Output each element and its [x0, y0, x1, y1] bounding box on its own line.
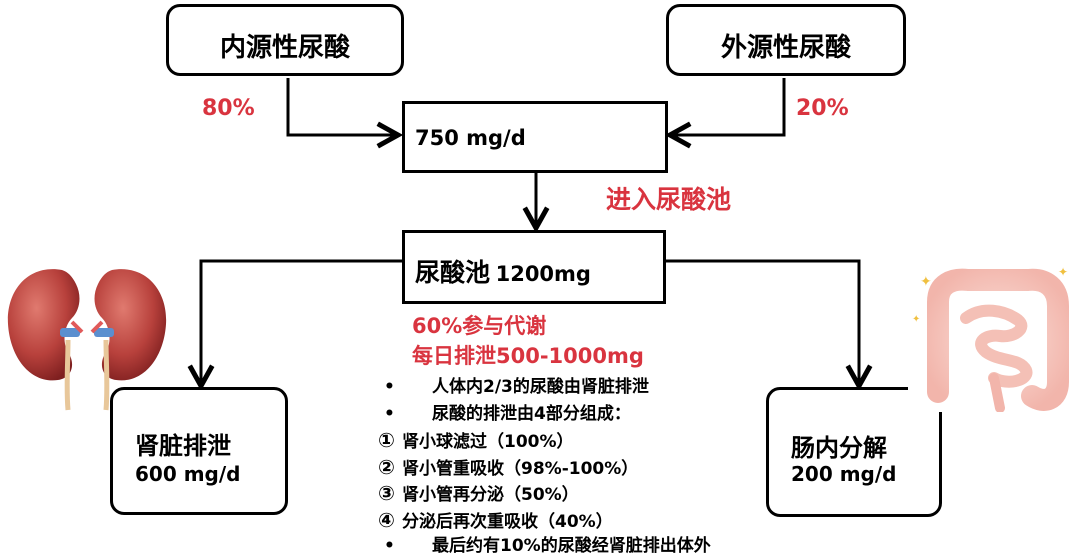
svg-text:✦: ✦	[912, 314, 920, 325]
note-step-4: ④ 分泌后再次重吸收（40%）	[378, 507, 711, 534]
bullet-icon: •	[384, 403, 395, 424]
arrow-exogenous-to-intake	[670, 78, 786, 135]
note-text: 分泌后再次重吸收（40%）	[402, 511, 613, 532]
circled-number-4: ④	[378, 507, 395, 532]
arrow-pool-to-kidney	[201, 259, 404, 386]
exogenous-uric-acid-box: 外源性尿酸	[666, 4, 906, 76]
circled-number-2: ②	[378, 454, 395, 479]
pool-name: 尿酸池	[415, 258, 491, 287]
circled-number-1: ①	[378, 428, 395, 452]
circled-number-3: ③	[378, 481, 395, 505]
note-bullet-3: • 最后约有10%的尿酸经肾脏排出体外	[378, 533, 711, 560]
kidney-excretion-label: 肾脏排泄	[135, 432, 231, 460]
endogenous-percent: 80%	[202, 96, 255, 121]
kidneys-icon	[7, 269, 167, 411]
daily-intake-value: 750 mg/d	[415, 126, 526, 150]
pool-amount: 1200mg	[495, 262, 591, 286]
note-bullet-1: • 人体内2/3的尿酸由肾脏排泄	[378, 374, 711, 401]
svg-text:✦: ✦	[1058, 265, 1068, 279]
arrow-pool-to-gut	[664, 259, 859, 386]
arrow-endogenous-to-intake	[286, 78, 398, 135]
daily-intake-box: 750 mg/d	[402, 101, 668, 173]
intestinal-breakdown-label: 肠内分解	[791, 434, 887, 462]
note-text: 尿酸的排泄由4部分组成：	[432, 403, 631, 424]
uric-acid-pool-box: 尿酸池 1200mg	[402, 230, 666, 304]
exogenous-percent: 20%	[796, 96, 849, 121]
pool-label: 尿酸池 1200mg	[415, 253, 591, 289]
enter-pool-label: 进入尿酸池	[606, 185, 732, 214]
note-text: 肾小球滤过（100%）	[402, 432, 574, 452]
endogenous-uric-acid-box: 内源性尿酸	[166, 4, 404, 76]
intestine-icon: ✦ ✦ ✦	[908, 262, 1078, 412]
kidney-excretion-box: 肾脏排泄 600 mg/d	[110, 387, 288, 515]
endogenous-label: 内源性尿酸	[219, 33, 350, 63]
note-step-3: ③ 肾小管再分泌（50%）	[378, 480, 711, 507]
note-text: 肾小管重吸收（98%-100%）	[402, 458, 639, 479]
note-step-1: ① 肾小球滤过（100%）	[378, 427, 711, 454]
pool-excretion-note: 每日排泄500-1000mg	[412, 344, 644, 368]
exogenous-label: 外源性尿酸	[720, 33, 851, 63]
bullet-icon: •	[384, 377, 395, 397]
excretion-notes: • 人体内2/3的尿酸由肾脏排泄 • 尿酸的排泄由4部分组成： ① 肾小球滤过（100…	[378, 374, 711, 560]
note-text: 肾小管再分泌（50%）	[402, 485, 579, 505]
kidney-excretion-amount: 600 mg/d	[135, 462, 241, 486]
note-text: 人体内2/3的尿酸由肾脏排泄	[432, 377, 649, 397]
svg-text:✦: ✦	[920, 274, 932, 290]
note-bullet-2: • 尿酸的排泄由4部分组成：	[378, 401, 711, 428]
note-step-2: ② 肾小管重吸收（98%-100%）	[378, 454, 711, 481]
pool-metabolism-note: 60%参与代谢	[412, 314, 547, 338]
bullet-icon: •	[384, 536, 395, 556]
intestinal-breakdown-amount: 200 mg/d	[791, 462, 897, 486]
note-text: 最后约有10%的尿酸经肾脏排出体外	[432, 536, 711, 556]
